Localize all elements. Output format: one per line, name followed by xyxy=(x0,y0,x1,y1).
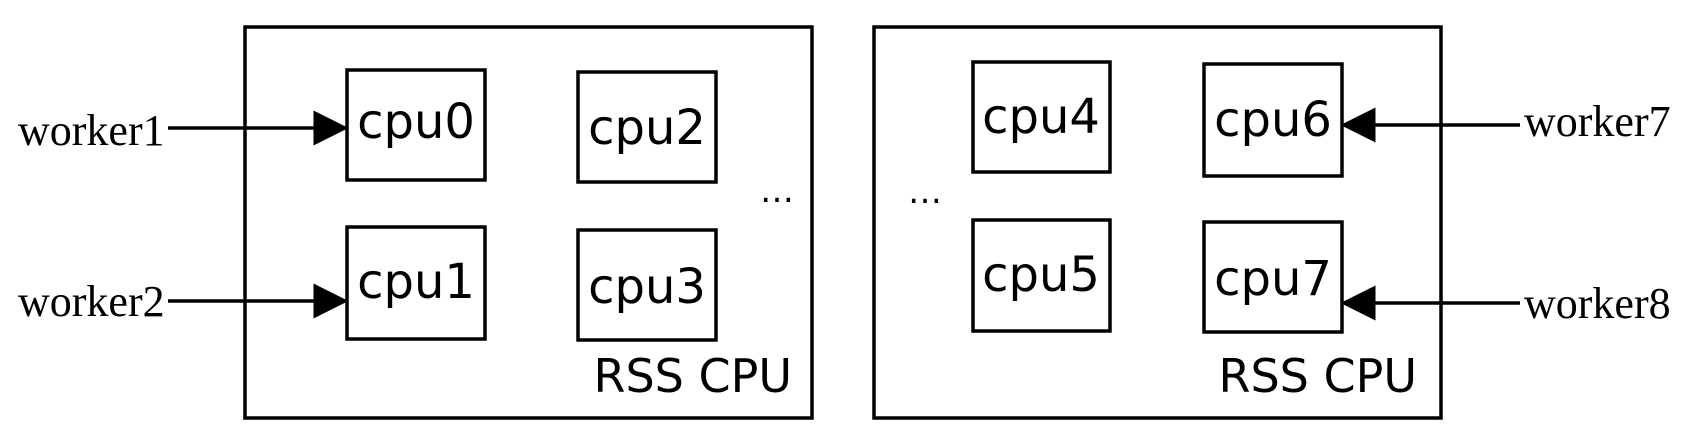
cpu-box-cpu0 xyxy=(345,68,487,182)
cpu-label-cpu0: cpu0 xyxy=(357,94,475,150)
worker-label-worker8: worker8 xyxy=(1524,279,1671,328)
cpu-label-cpu3: cpu3 xyxy=(588,259,706,315)
cpu-box-cpu6 xyxy=(1202,62,1344,178)
rss-group-left: cpu0 cpu2 cpu1 cpu3 … RSS CPU xyxy=(243,25,814,420)
group-label-right: RSS CPU xyxy=(1218,349,1417,403)
rss-group-right-frame xyxy=(872,25,1443,420)
cpu-label-cpu6: cpu6 xyxy=(1214,92,1332,148)
worker-label-worker1: worker1 xyxy=(18,106,165,155)
ellipsis-left: … xyxy=(760,171,794,211)
cpu-label-cpu2: cpu2 xyxy=(588,100,706,156)
group-label-left: RSS CPU xyxy=(593,349,792,403)
worker-arrows: worker1 worker2 worker7 worker8 xyxy=(18,97,1671,328)
cpu-box-cpu5 xyxy=(971,218,1112,333)
rss-group-right: cpu4 cpu6 cpu5 cpu7 … RSS CPU xyxy=(872,25,1443,420)
worker-label-worker2: worker2 xyxy=(18,277,165,326)
worker-label-worker7: worker7 xyxy=(1524,97,1671,146)
cpu-box-cpu1 xyxy=(345,225,487,341)
cpu-box-cpu2 xyxy=(576,70,718,184)
cpu-label-cpu7: cpu7 xyxy=(1214,251,1332,307)
cpu-box-cpu4 xyxy=(971,60,1112,174)
cpu-label-cpu4: cpu4 xyxy=(982,89,1100,145)
cpu-label-cpu1: cpu1 xyxy=(357,254,475,310)
ellipsis-right: … xyxy=(908,172,942,212)
cpu-box-cpu7 xyxy=(1202,220,1344,334)
cpu-box-cpu3 xyxy=(576,228,718,342)
cpu-label-cpu5: cpu5 xyxy=(982,247,1100,303)
